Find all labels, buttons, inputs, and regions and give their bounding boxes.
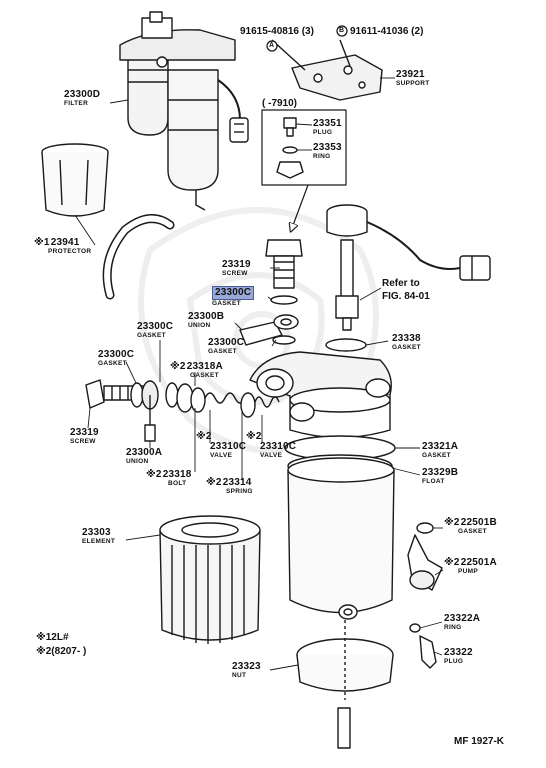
legend-row-2: ※2(8207- ) (36, 646, 86, 658)
figure-code: MF 1927-K (454, 736, 505, 747)
ring-23353 (276, 146, 304, 179)
gasket-22501B (416, 522, 434, 534)
legend-mark-1: ※1 (36, 632, 52, 643)
bolt-mark-b-icon (336, 25, 348, 37)
bolt-callout-a: 91615-40816 (3) (240, 26, 314, 37)
bolt-mark-b-text: B (339, 27, 345, 34)
pump-22501A (407, 534, 443, 591)
bolt-mark-a-icon (266, 40, 278, 52)
legend-row-1: ※12L# (36, 632, 69, 644)
bolt-valve-assembly (85, 379, 280, 442)
refer-line2: FIG. 84-01 (382, 290, 430, 302)
option-box (261, 109, 347, 186)
plug-23322 (419, 635, 437, 669)
filter-assembly-23300D (119, 11, 249, 211)
filter-bowl (287, 457, 395, 620)
gasket-23300C-a (270, 295, 298, 305)
leader-lines (74, 77, 444, 671)
option-header: ( -7910) (262, 98, 298, 109)
screw-23319-upper (265, 239, 303, 289)
bolt-b-number: 91611-41036 (2) (350, 26, 424, 37)
ring-23322A (409, 623, 421, 633)
bolt-mark-a-text: A (269, 42, 275, 49)
bolt-a-number: 91615-40816 (3) (240, 26, 314, 37)
refer-note: Refer to FIG. 84-01 (382, 278, 430, 303)
element-23303 (159, 515, 261, 644)
refer-line1: Refer to (382, 278, 420, 289)
filter-head (249, 351, 392, 439)
legend-text-1: 2L# (51, 632, 69, 643)
union-23300B (239, 314, 299, 346)
protector-23941 (41, 143, 109, 217)
support-bracket-23921 (271, 39, 383, 101)
plug-23351 (283, 117, 297, 137)
legend-text-2: (8207- ) (51, 646, 87, 657)
sensor-switch (326, 204, 491, 331)
reference-arrow (292, 184, 309, 228)
bolt-callout-b: 91611-41036 (2) (350, 26, 423, 37)
gasket-23338 (325, 338, 367, 352)
gasket-23300C-b (272, 335, 296, 345)
nut-23323 (296, 620, 394, 749)
fuel-hose (102, 214, 175, 300)
legend-mark-2: ※2 (36, 646, 52, 657)
